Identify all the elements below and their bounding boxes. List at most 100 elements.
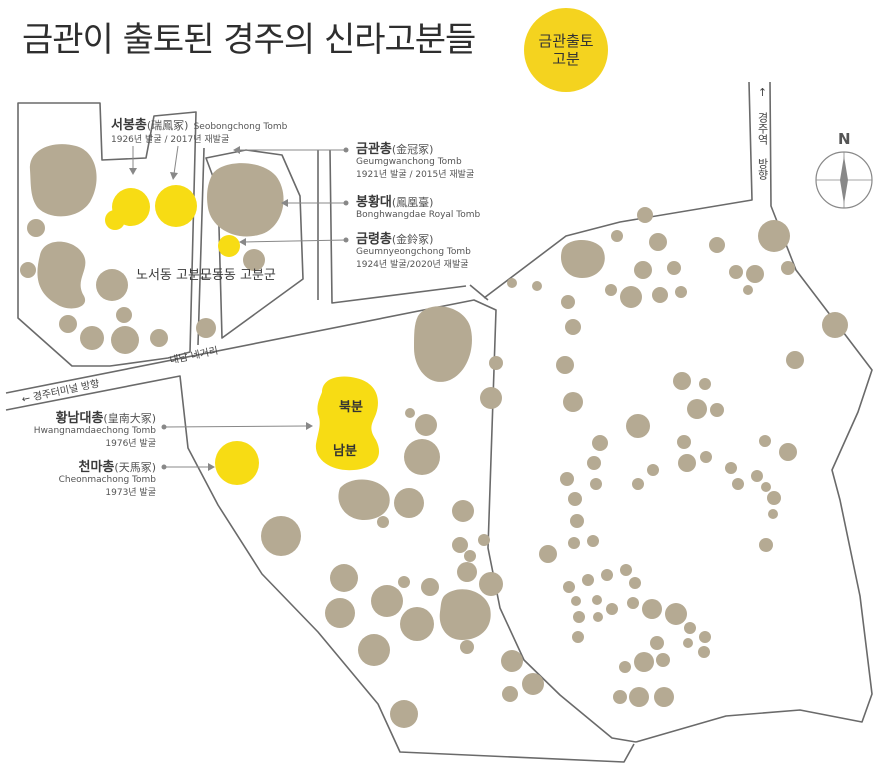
leader-dot [343, 237, 349, 243]
leader-seobong-2 [173, 145, 179, 175]
mound [478, 534, 490, 546]
mound [398, 576, 410, 588]
mound [37, 241, 86, 309]
road-lines [5, 81, 873, 763]
tomb-english: Geumgwanchong Tomb [356, 157, 462, 167]
leader-geumnyeong [243, 239, 347, 243]
cheonmachong-tomb [215, 441, 259, 485]
mound [59, 315, 77, 333]
mound [768, 509, 778, 519]
mound [587, 535, 599, 547]
arrow-head [208, 463, 215, 471]
mound [743, 285, 753, 295]
road-edge-3 [329, 149, 467, 304]
mound [330, 564, 358, 592]
tomb-hanja: (金鈴冢) [391, 233, 434, 246]
mound [111, 326, 139, 354]
mound [29, 144, 97, 217]
tomb-year: 1976년 발굴 [105, 439, 156, 449]
compass-icon [815, 151, 873, 209]
mound [556, 356, 574, 374]
mound [629, 577, 641, 589]
mound [572, 631, 584, 643]
leader-dot [161, 464, 167, 470]
mound [678, 454, 696, 472]
tomb-hanja: (天馬冢) [114, 461, 156, 474]
mound [243, 249, 265, 271]
mound [587, 456, 601, 470]
mound [457, 562, 477, 582]
mound [620, 286, 642, 308]
mound [522, 673, 544, 695]
mound [613, 690, 627, 704]
mound [620, 564, 632, 576]
mound [560, 239, 605, 278]
road-edge-5 [5, 375, 635, 763]
mound [699, 378, 711, 390]
mound [439, 589, 491, 640]
mound [822, 312, 848, 338]
mound [207, 163, 284, 237]
mound [452, 500, 474, 522]
gold-tomb-layer [105, 185, 380, 485]
mound [400, 607, 434, 641]
mound [480, 387, 502, 409]
arrow-head [170, 172, 178, 180]
label-cheonmachong: 천마총(天馬冢) Cheonmachong Tomb 1973년 발굴 [26, 459, 156, 500]
mound [677, 435, 691, 449]
mound [786, 351, 804, 369]
arrow-head [239, 238, 246, 246]
tomb-year: 1921년 발굴 / 2015년 재발굴 [356, 170, 475, 180]
mound [80, 326, 104, 350]
mound [665, 603, 687, 625]
legend-gold-tomb: 금관출토 고분 [524, 8, 608, 92]
mound [699, 631, 711, 643]
mound [647, 464, 659, 476]
mound [761, 482, 771, 492]
mound [592, 435, 608, 451]
mound [652, 287, 668, 303]
geumnyeongchong-tomb [218, 235, 240, 257]
mound [460, 640, 474, 654]
mound [781, 261, 795, 275]
mound [732, 478, 744, 490]
seobongchong-tomb-east [155, 185, 197, 227]
leader-hwangnam [163, 425, 307, 428]
mound-layer [20, 144, 848, 728]
mound [619, 661, 631, 673]
noseo-block-outline [17, 102, 197, 367]
mound [632, 478, 644, 490]
tomb-hanja: (瑞鳳冢) [146, 119, 189, 132]
mound [710, 403, 724, 417]
leader-dot [343, 200, 349, 206]
tomb-english: Bonghwangdae Royal Tomb [356, 210, 481, 220]
mound [502, 686, 518, 702]
mound [634, 261, 652, 279]
mound [650, 636, 664, 650]
label-geumnyeongchong: 금령총(金鈴冢) Geumnyeongchong Tomb 1924년 발굴/2… [356, 231, 471, 272]
mound [532, 281, 542, 291]
mound [642, 599, 662, 619]
mound [634, 652, 654, 672]
mound [725, 462, 737, 474]
mound [539, 545, 557, 563]
mound [675, 286, 687, 298]
mound [627, 597, 639, 609]
mound [325, 598, 355, 628]
label-geumgwanchong: 금관총(金冠冢) Geumgwanchong Tomb 1921년 발굴 / 2… [356, 141, 474, 182]
mound [358, 634, 390, 666]
mound [390, 700, 418, 728]
mound [605, 284, 617, 296]
mound [746, 265, 764, 283]
mound [779, 443, 797, 461]
tomb-name: 천마총 [78, 460, 115, 475]
mound [565, 319, 581, 335]
road-edge-1 [197, 147, 205, 346]
legend-label: 금관출토 고분 [538, 32, 594, 68]
mound [601, 569, 613, 581]
tomb-english: Geumnyeongchong Tomb [356, 247, 471, 257]
mound [421, 578, 439, 596]
mound [196, 318, 216, 338]
compass-north-label: N [838, 130, 851, 148]
mound [464, 550, 476, 562]
